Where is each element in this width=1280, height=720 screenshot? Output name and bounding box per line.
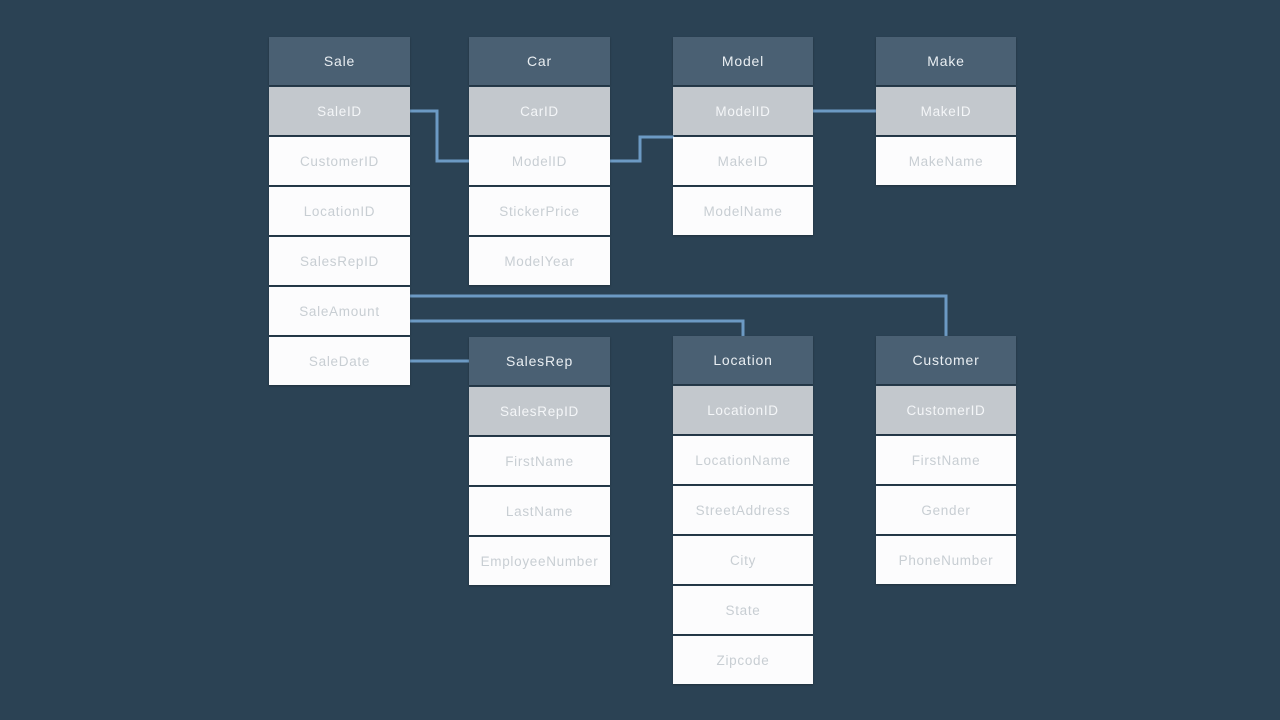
field-salesrep-salesrepid-primary-key: SalesRepID <box>469 387 610 435</box>
field-car-modelyear: ModelYear <box>469 237 610 285</box>
field-sale-saleamount: SaleAmount <box>269 287 410 335</box>
field-car-modelid: ModelID <box>469 137 610 185</box>
field-location-locationid-primary-key: LocationID <box>673 386 813 434</box>
table-header-location: Location <box>673 336 813 384</box>
field-location-state: State <box>673 586 813 634</box>
field-customer-customerid-primary-key: CustomerID <box>876 386 1016 434</box>
field-model-makeid: MakeID <box>673 137 813 185</box>
field-location-zipcode: Zipcode <box>673 636 813 684</box>
field-location-locationname: LocationName <box>673 436 813 484</box>
field-sale-locationid: LocationID <box>269 187 410 235</box>
field-salesrep-lastname: LastName <box>469 487 610 535</box>
field-sale-saleid-primary-key: SaleID <box>269 87 410 135</box>
field-location-streetaddress: StreetAddress <box>673 486 813 534</box>
field-location-city: City <box>673 536 813 584</box>
relationship-car-modelid-to-model-modelid <box>604 135 674 163</box>
field-salesrep-firstname: FirstName <box>469 437 610 485</box>
field-sale-saledate: SaleDate <box>269 337 410 385</box>
field-customer-firstname: FirstName <box>876 436 1016 484</box>
field-customer-phonenumber: PhoneNumber <box>876 536 1016 584</box>
table-header-customer: Customer <box>876 336 1016 384</box>
table-header-model: Model <box>673 37 813 85</box>
table-header-sale: Sale <box>269 37 410 85</box>
field-car-carid-primary-key: CarID <box>469 87 610 135</box>
relationship-sale-saleamount-to-customer <box>404 294 948 336</box>
field-car-stickerprice: StickerPrice <box>469 187 610 235</box>
field-sale-salesrepid: SalesRepID <box>269 237 410 285</box>
field-make-makename: MakeName <box>876 137 1016 185</box>
field-customer-gender: Gender <box>876 486 1016 534</box>
table-header-make: Make <box>876 37 1016 85</box>
relationship-sale-saleid-to-car-modelid <box>402 109 470 163</box>
field-model-modelid-primary-key: ModelID <box>673 87 813 135</box>
relationship-sale-saleamount-to-location <box>404 319 745 336</box>
field-model-modelname: ModelName <box>673 187 813 235</box>
table-header-car: Car <box>469 37 610 85</box>
field-salesrep-employeenumber: EmployeeNumber <box>469 537 610 585</box>
table-header-salesrep: SalesRep <box>469 337 610 385</box>
field-sale-customerid: CustomerID <box>269 137 410 185</box>
field-make-makeid-primary-key: MakeID <box>876 87 1016 135</box>
